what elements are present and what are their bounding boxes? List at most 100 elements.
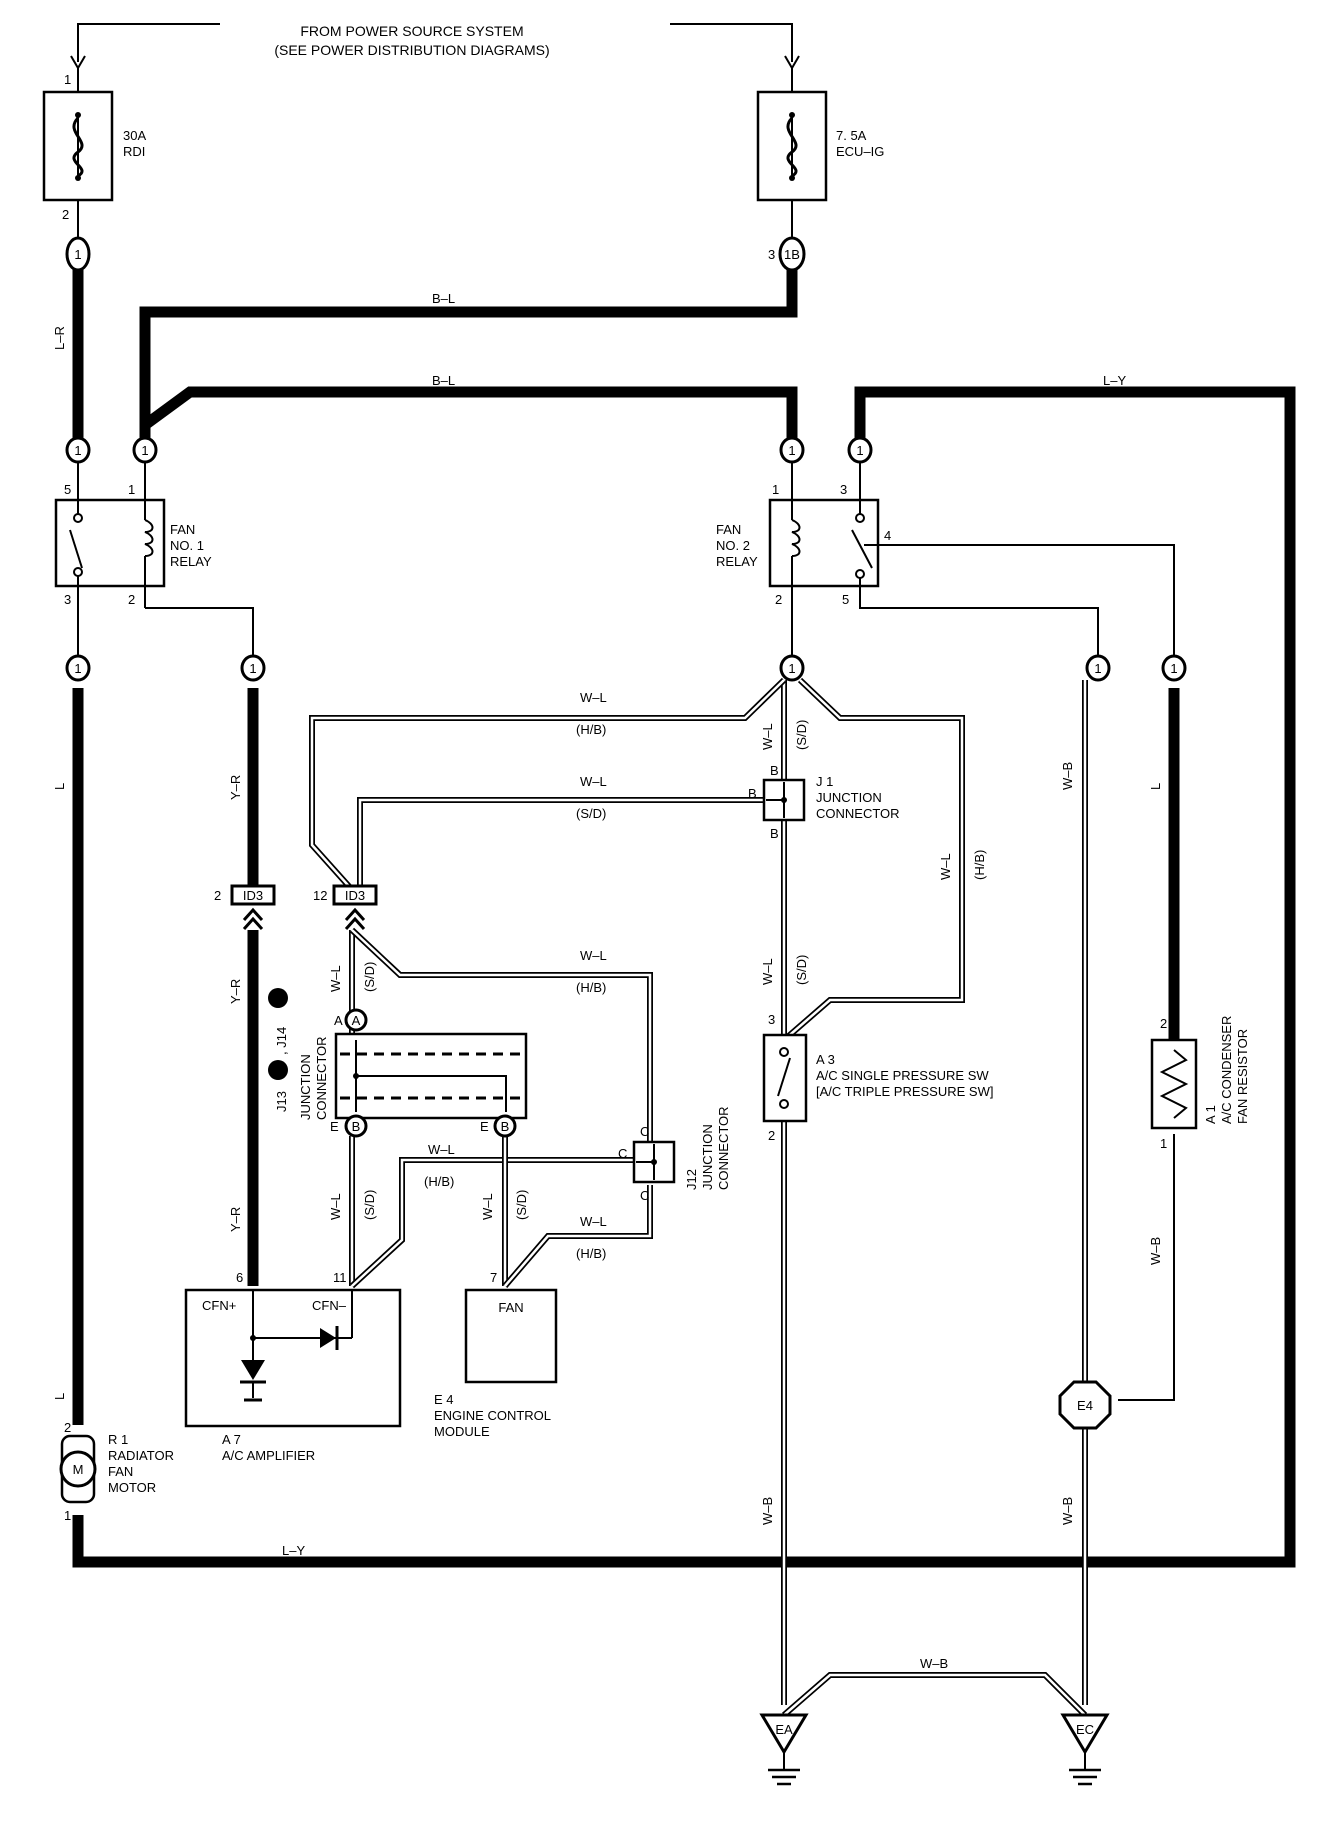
svg-text:RADIATOR: RADIATOR bbox=[108, 1448, 174, 1463]
svg-text:W–L: W–L bbox=[480, 1193, 495, 1220]
svg-text:B–L: B–L bbox=[432, 291, 455, 306]
svg-text:L: L bbox=[1148, 783, 1163, 790]
svg-text:1: 1 bbox=[74, 247, 81, 262]
svg-text:(H/B): (H/B) bbox=[576, 980, 606, 995]
svg-text:C: C bbox=[618, 1146, 627, 1161]
svg-text:(S/D): (S/D) bbox=[576, 806, 606, 821]
fuse-pin-label: 2 bbox=[62, 207, 69, 222]
svg-text:W–L: W–L bbox=[760, 723, 775, 750]
svg-text:A/C AMPLIFIER: A/C AMPLIFIER bbox=[222, 1448, 315, 1463]
svg-text:1: 1 bbox=[856, 443, 863, 458]
j12-junction-connector: C C C J12 JUNCTION CONNECTOR bbox=[618, 1106, 731, 1203]
fuse-7-5a-ecu-ig: 7. 5A ECU–IG bbox=[756, 68, 884, 238]
svg-text:W–B: W–B bbox=[760, 1497, 775, 1525]
svg-text:EA: EA bbox=[775, 1722, 793, 1737]
svg-text:B: B bbox=[770, 763, 779, 778]
svg-text:[A/C TRIPLE PRESSURE SW]: [A/C TRIPLE PRESSURE SW] bbox=[816, 1084, 993, 1099]
a7-ac-amplifier: 6 11 CFN+ CFN– A 7 A/C AMPLIFIER bbox=[184, 1270, 402, 1463]
svg-text:2: 2 bbox=[775, 592, 782, 607]
e4-engine-control-module: 7 FAN E 4 ENGINE CONTROL MODULE bbox=[434, 1270, 558, 1439]
svg-text:FAN: FAN bbox=[498, 1300, 523, 1315]
svg-text:(S/D): (S/D) bbox=[362, 962, 377, 992]
svg-text:NO. 1: NO. 1 bbox=[170, 538, 204, 553]
e4-ground-junction: E4 bbox=[1058, 1380, 1112, 1430]
svg-text:W–L: W–L bbox=[938, 853, 953, 880]
connector-1 bbox=[65, 236, 91, 272]
svg-text:JUNCTION: JUNCTION bbox=[700, 1124, 715, 1190]
svg-text:C: C bbox=[640, 1188, 649, 1203]
svg-text:2: 2 bbox=[1160, 1016, 1167, 1031]
header-line-2: (SEE POWER DISTRIBUTION DIAGRAMS) bbox=[274, 42, 549, 58]
svg-text:L: L bbox=[52, 1393, 67, 1400]
svg-text:Y–R: Y–R bbox=[228, 775, 243, 800]
svg-text:W–L: W–L bbox=[580, 948, 607, 963]
svg-text:W–B: W–B bbox=[1148, 1237, 1163, 1265]
svg-text:W–L: W–L bbox=[328, 1193, 343, 1220]
svg-text:1: 1 bbox=[64, 1508, 71, 1523]
ground-ea: EA bbox=[759, 1713, 809, 1786]
fuse-30a-rdi: 1 30A RDI 2 bbox=[42, 68, 146, 238]
svg-text:MODULE: MODULE bbox=[434, 1424, 490, 1439]
svg-text:W–B: W–B bbox=[920, 1656, 948, 1671]
svg-text:12: 12 bbox=[313, 888, 327, 903]
svg-text:A 7: A 7 bbox=[222, 1432, 241, 1447]
svg-text:ID3: ID3 bbox=[345, 888, 365, 903]
svg-text:(H/B): (H/B) bbox=[576, 722, 606, 737]
svg-text:J12: J12 bbox=[684, 1169, 699, 1190]
svg-text:3: 3 bbox=[840, 482, 847, 497]
svg-text:W–L: W–L bbox=[580, 774, 607, 789]
svg-text:CONNECTOR: CONNECTOR bbox=[816, 806, 900, 821]
motor-icon: M bbox=[73, 1462, 84, 1477]
svg-text:RELAY: RELAY bbox=[716, 554, 758, 569]
svg-text:2: 2 bbox=[214, 888, 221, 903]
svg-text:1: 1 bbox=[772, 482, 779, 497]
svg-text:B: B bbox=[748, 786, 757, 801]
svg-text:B: B bbox=[770, 826, 779, 841]
svg-text:RELAY: RELAY bbox=[170, 554, 212, 569]
svg-text:MOTOR: MOTOR bbox=[108, 1480, 156, 1495]
thick-wires bbox=[72, 268, 1296, 1568]
svg-text:J13: J13 bbox=[274, 1091, 289, 1112]
svg-text:ENGINE CONTROL: ENGINE CONTROL bbox=[434, 1408, 551, 1423]
svg-text:B: B bbox=[501, 1119, 510, 1134]
j1-junction-connector: B B B J 1 JUNCTION CONNECTOR bbox=[748, 763, 900, 841]
svg-text:3: 3 bbox=[64, 592, 71, 607]
fuse-rating: 30A bbox=[123, 128, 146, 143]
svg-text:L–Y: L–Y bbox=[282, 1543, 305, 1558]
svg-text:1: 1 bbox=[1094, 661, 1101, 676]
svg-text:W–L: W–L bbox=[428, 1142, 455, 1157]
svg-text:A: A bbox=[334, 1013, 343, 1028]
svg-text:1B: 1B bbox=[784, 247, 800, 262]
svg-text:FAN RESISTOR: FAN RESISTOR bbox=[1235, 1029, 1250, 1124]
fuse-name: RDI bbox=[123, 144, 145, 159]
svg-text:3: 3 bbox=[768, 247, 775, 262]
feed-line-right bbox=[670, 23, 793, 62]
svg-text:A 1: A 1 bbox=[1203, 1105, 1218, 1124]
id3-connectors: ID3 2 ID3 12 bbox=[214, 884, 378, 931]
svg-text:FAN: FAN bbox=[716, 522, 741, 537]
header-line-1: FROM POWER SOURCE SYSTEM bbox=[300, 23, 523, 39]
wire-labels: L–R B–L B–L L–Y L–Y L L L Y–R Y–R Y–R bbox=[52, 291, 1163, 1558]
a1-condenser-fan-resistor: 2 1 A 1 A/C CONDENSER FAN RESISTOR bbox=[1150, 1016, 1250, 1151]
svg-text:E 4: E 4 bbox=[434, 1392, 454, 1407]
svg-text:1: 1 bbox=[74, 661, 81, 676]
fuse-pin-label: 1 bbox=[64, 72, 71, 87]
svg-text:CONNECTOR: CONNECTOR bbox=[314, 1036, 329, 1120]
svg-text:(H/B): (H/B) bbox=[424, 1174, 454, 1189]
svg-text:1: 1 bbox=[788, 661, 795, 676]
r1-radiator-fan-motor: 2 M 1 R 1 RADIATOR FAN MOTOR bbox=[59, 1420, 174, 1523]
j13-j14-junction-connector: A A B E B E J13 , J14 JUNCTION CONNECTOR bbox=[268, 988, 528, 1138]
power-source-header: FROM POWER SOURCE SYSTEM (SEE POWER DIST… bbox=[70, 23, 800, 70]
svg-text:A 3: A 3 bbox=[816, 1052, 835, 1067]
svg-text:2: 2 bbox=[64, 1420, 71, 1435]
svg-text:CFN+: CFN+ bbox=[202, 1298, 236, 1313]
svg-text:2: 2 bbox=[128, 592, 135, 607]
svg-text:(H/B): (H/B) bbox=[972, 850, 987, 880]
svg-text:1: 1 bbox=[1160, 1136, 1167, 1151]
svg-text:3: 3 bbox=[768, 1012, 775, 1027]
svg-text:JUNCTION: JUNCTION bbox=[816, 790, 882, 805]
svg-text:EC: EC bbox=[1076, 1722, 1094, 1737]
svg-text:4: 4 bbox=[884, 528, 891, 543]
fuse-rating: 7. 5A bbox=[836, 128, 867, 143]
